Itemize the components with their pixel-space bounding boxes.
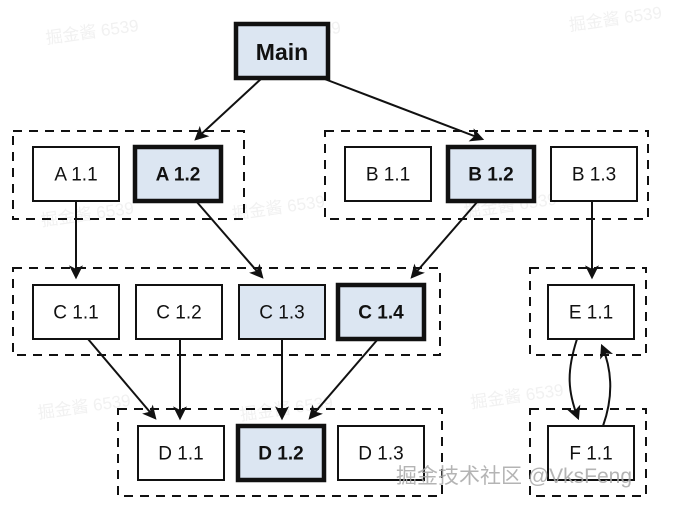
node-c12-box[interactable]: [135, 284, 223, 340]
edge-a12-to-c13: [195, 200, 264, 279]
group-box-a: [12, 130, 245, 220]
edge-f11-to-e11: [600, 343, 613, 427]
edge-c14-to-d12: [308, 338, 379, 420]
node-c11-box[interactable]: [32, 284, 120, 340]
node-d13[interactable]: D 1.3: [337, 425, 425, 481]
node-b12-label: B 1.2: [468, 165, 513, 186]
node-d13-box[interactable]: [337, 425, 425, 481]
node-d12[interactable]: D 1.2: [235, 423, 327, 483]
node-a11-label: A 1.1: [54, 165, 97, 186]
group-box-e: [529, 267, 647, 356]
faint-watermark: 掘金酱 6539: [469, 380, 564, 412]
node-a11[interactable]: A 1.1: [32, 146, 120, 202]
node-c11-label: C 1.1: [53, 303, 98, 324]
node-b11-box[interactable]: [344, 146, 432, 202]
node-b11[interactable]: B 1.1: [344, 146, 432, 202]
node-f11-box[interactable]: [547, 425, 635, 481]
node-a12-label: A 1.2: [156, 165, 201, 186]
node-c11[interactable]: C 1.1: [32, 284, 120, 340]
node-c14[interactable]: C 1.4: [335, 282, 427, 342]
node-c13[interactable]: C 1.3: [238, 284, 326, 340]
node-main-label: Main: [256, 39, 308, 65]
node-d13-label: D 1.3: [358, 444, 403, 465]
node-b12[interactable]: B 1.2: [445, 144, 537, 204]
watermark-text: 掘金技术社区 @VksFeng: [396, 465, 632, 488]
edge-main-to-b12: [321, 77, 485, 142]
group-box-f: [529, 408, 647, 497]
group-box-c: [12, 267, 441, 356]
node-d11-box[interactable]: [137, 425, 225, 481]
node-main-box[interactable]: [233, 21, 331, 81]
node-f11[interactable]: F 1.1: [547, 425, 635, 481]
node-b13-label: B 1.3: [572, 165, 616, 186]
faint-watermark: 掘金酱 6539: [231, 192, 326, 224]
edge-main-to-a12: [194, 77, 263, 141]
node-d11-label: D 1.1: [158, 444, 203, 465]
node-b13[interactable]: B 1.3: [550, 146, 638, 202]
node-b13-box[interactable]: [550, 146, 638, 202]
node-c14-label: C 1.4: [358, 303, 404, 324]
node-c12[interactable]: C 1.2: [135, 284, 223, 340]
edge-c11-to-d11: [87, 338, 157, 420]
node-b12-box[interactable]: [445, 144, 537, 204]
node-a12-box[interactable]: [132, 144, 224, 204]
node-e11-box[interactable]: [547, 284, 635, 340]
faint-watermark: 掘金酱 6539: [44, 16, 139, 48]
faint-watermark: 掘金酱 6539: [37, 391, 132, 423]
node-a11-box[interactable]: [32, 146, 120, 202]
node-d12-label: D 1.2: [258, 444, 303, 465]
edge-b12-to-c14: [410, 200, 479, 279]
node-c14-box[interactable]: [335, 282, 427, 342]
node-f11-label: F 1.1: [569, 444, 612, 465]
group-box-b: [324, 130, 649, 220]
node-c13-box[interactable]: [238, 284, 326, 340]
node-c13-label: C 1.3: [259, 303, 304, 324]
node-e11[interactable]: E 1.1: [547, 284, 635, 340]
node-e11-label: E 1.1: [569, 303, 613, 324]
node-b11-label: B 1.1: [366, 165, 410, 186]
node-d12-box[interactable]: [235, 423, 327, 483]
edge-e11-to-f11: [567, 338, 581, 421]
node-main[interactable]: Main: [233, 21, 331, 81]
faint-watermark: 掘金酱 6539: [40, 198, 135, 230]
node-d11[interactable]: D 1.1: [137, 425, 225, 481]
node-a12[interactable]: A 1.2: [132, 144, 224, 204]
faint-watermark: 掘金酱 6539: [568, 3, 663, 35]
node-c12-label: C 1.2: [156, 303, 201, 324]
edge-layer: [69, 77, 613, 427]
